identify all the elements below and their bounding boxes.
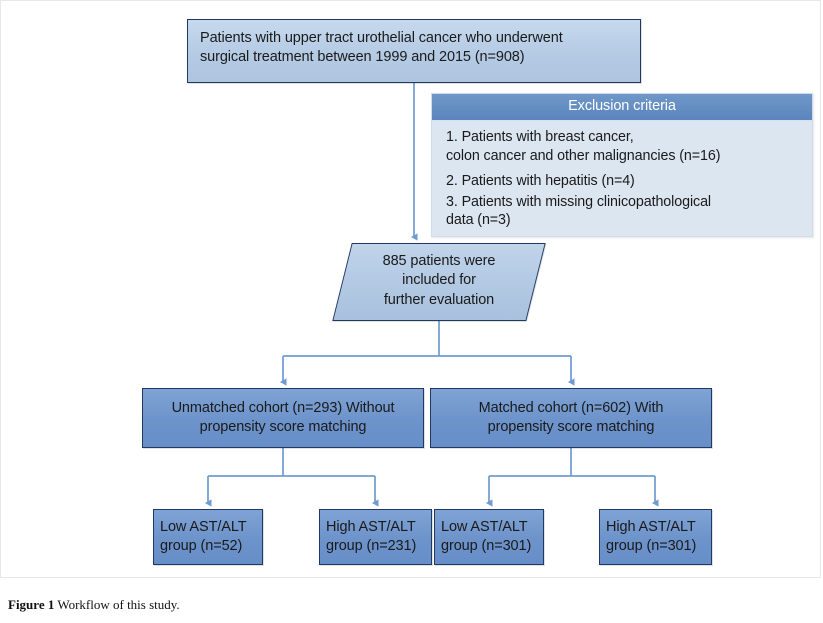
exclusion-item-line-1: 2. Patients with hepatitis (n=4) bbox=[446, 173, 635, 190]
included-line-2: included for bbox=[402, 272, 476, 289]
exclusion-item: 2. Patients with hepatitis (n=4) bbox=[446, 172, 800, 191]
unmatched-high-line-1: High AST/ALT bbox=[326, 519, 416, 536]
matched-low-group-box: Low AST/ALT group (n=301) bbox=[434, 509, 544, 565]
included-line-1: 885 patients were bbox=[382, 253, 496, 269]
unmatched-high-group-box: High AST/ALT group (n=231) bbox=[319, 509, 432, 565]
source-line-1: Patients with upper tract urothelial can… bbox=[200, 30, 563, 46]
exclusion-item: 3. Patients with missing clinicopatholog… bbox=[446, 193, 800, 230]
unmatched-low-group-box: Low AST/ALT group (n=52) bbox=[153, 509, 263, 565]
unmatched-cohort-line-1: Unmatched cohort (n=293) Without bbox=[171, 399, 395, 416]
unmatched-high-group-text: High AST/ALT group (n=231) bbox=[326, 518, 416, 556]
matched-low-line-2: group (n=301) bbox=[441, 538, 532, 554]
unmatched-cohort-text: Unmatched cohort (n=293) Without propens… bbox=[172, 399, 395, 437]
unmatched-high-line-2: group (n=231) bbox=[326, 538, 417, 554]
matched-low-group-text: Low AST/ALT group (n=301) bbox=[441, 518, 531, 556]
unmatched-low-line-2: group (n=52) bbox=[160, 538, 243, 554]
matched-cohort-text: Matched cohort (n=602) With propensity s… bbox=[479, 399, 664, 437]
included-patients-parallelogram: 885 patients were included for further e… bbox=[332, 243, 546, 321]
matched-cohort-line-2: propensity score matching bbox=[487, 419, 655, 435]
matched-cohort-line-1: Matched cohort (n=602) With bbox=[478, 399, 664, 416]
matched-high-line-2: group (n=301) bbox=[606, 538, 697, 554]
figure-caption-label: Figure 1 bbox=[8, 597, 55, 612]
exclusion-criteria-list: 1. Patients with breast cancer, colon ca… bbox=[432, 121, 812, 236]
exclusion-item-line-2: data (n=3) bbox=[446, 212, 511, 229]
source-population-box: Patients with upper tract urothelial can… bbox=[187, 19, 641, 83]
exclusion-item-line-2: colon cancer and other malignancies (n=1… bbox=[446, 147, 721, 164]
source-line-2: surgical treatment between 1999 and 2015… bbox=[200, 49, 525, 66]
included-line-3: further evaluation bbox=[383, 291, 495, 308]
exclusion-item-line-1: 1. Patients with breast cancer, bbox=[446, 129, 634, 145]
figure-caption: Figure 1 Workflow of this study. bbox=[8, 597, 180, 613]
exclusion-item-line-1: 3. Patients with missing clinicopatholog… bbox=[446, 193, 711, 210]
matched-low-line-1: Low AST/ALT bbox=[441, 519, 528, 536]
unmatched-low-line-1: Low AST/ALT bbox=[160, 519, 247, 536]
matched-high-group-text: High AST/ALT group (n=301) bbox=[606, 518, 696, 556]
matched-high-line-1: High AST/ALT bbox=[606, 519, 696, 536]
unmatched-low-group-text: Low AST/ALT group (n=52) bbox=[160, 518, 247, 556]
matched-cohort-box: Matched cohort (n=602) With propensity s… bbox=[430, 388, 712, 448]
figure-frame: Patients with upper tract urothelial can… bbox=[0, 0, 821, 578]
unmatched-cohort-line-2: propensity score matching bbox=[199, 419, 367, 435]
matched-high-group-box: High AST/ALT group (n=301) bbox=[599, 509, 712, 565]
exclusion-criteria-panel: Exclusion criteria 1. Patients with brea… bbox=[431, 93, 813, 237]
exclusion-criteria-title: Exclusion criteria bbox=[432, 94, 812, 121]
exclusion-item: 1. Patients with breast cancer, colon ca… bbox=[446, 128, 800, 165]
included-patients-text: 885 patients were included for further e… bbox=[342, 243, 536, 310]
unmatched-cohort-box: Unmatched cohort (n=293) Without propens… bbox=[142, 388, 424, 448]
figure-caption-text: Workflow of this study. bbox=[54, 597, 180, 612]
